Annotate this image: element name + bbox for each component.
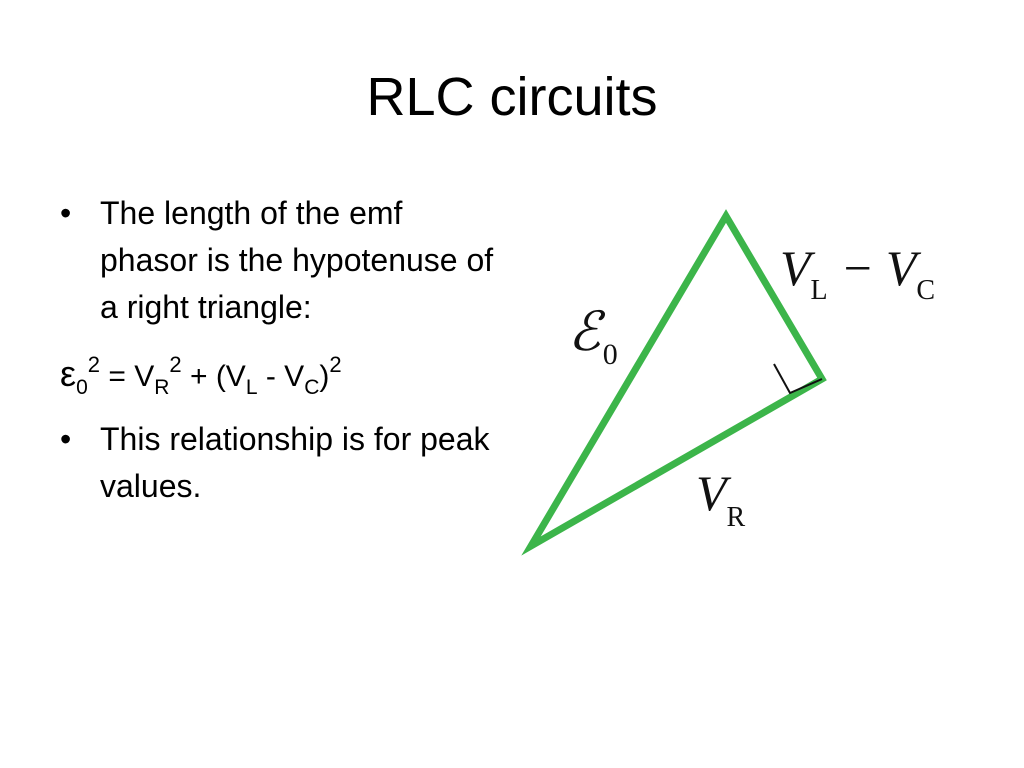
bullet-text-1: The length of the emf phasor is the hypo… <box>100 195 494 325</box>
bullet-text-2: This relationship is for peak values. <box>100 421 490 504</box>
bullet-item-2: • This relationship is for peak values. <box>60 416 500 510</box>
bullet-dot: • <box>60 195 72 231</box>
equation-epsilon: ε <box>60 353 77 394</box>
equation-eq-vr: = V <box>100 360 155 393</box>
phasor-triangle-diagram: ℰ0 VL−VC VR <box>500 190 1000 570</box>
equation-minus-vc: - V <box>257 360 305 393</box>
slide-title: RLC circuits <box>366 67 658 127</box>
equation-sub-c: C <box>304 376 320 399</box>
vl-minus-vc-label: VL−VC <box>780 240 935 306</box>
equation: ε02 = VR2 + (VL - VC)2 <box>60 343 500 410</box>
triangle-svg: ℰ0 VL−VC VR <box>521 209 935 556</box>
equation-plus-vl: + (V <box>181 360 246 393</box>
bullet-dot: • <box>60 421 72 457</box>
equation-sq-2: 2 <box>169 352 182 377</box>
equation-sub-0: 0 <box>76 376 88 399</box>
equation-sq-1: 2 <box>87 352 100 377</box>
vr-subscript: R <box>727 502 746 533</box>
text-content: • The length of the emf phasor is the hy… <box>60 190 500 510</box>
equation-close-paren: ) <box>319 360 330 393</box>
bullet-item-1: • The length of the emf phasor is the hy… <box>60 190 500 331</box>
vl-subscript: L <box>811 275 828 306</box>
vc-v: V <box>886 240 922 296</box>
vc-subscript: C <box>916 275 935 306</box>
emf-label: ℰ0 <box>568 302 618 371</box>
vl-v: V <box>780 240 816 296</box>
emf-symbol: ℰ <box>568 302 606 362</box>
right-angle-marker <box>773 363 823 395</box>
vr-v: V <box>696 465 732 521</box>
equation-sub-l: L <box>245 376 258 399</box>
emf-subscript: 0 <box>603 338 618 371</box>
minus-sign: − <box>844 240 872 296</box>
equation-sq-3: 2 <box>329 352 342 377</box>
right-triangle <box>521 209 827 556</box>
equation-sub-r: R <box>154 376 170 399</box>
vr-label: VR <box>696 465 746 533</box>
